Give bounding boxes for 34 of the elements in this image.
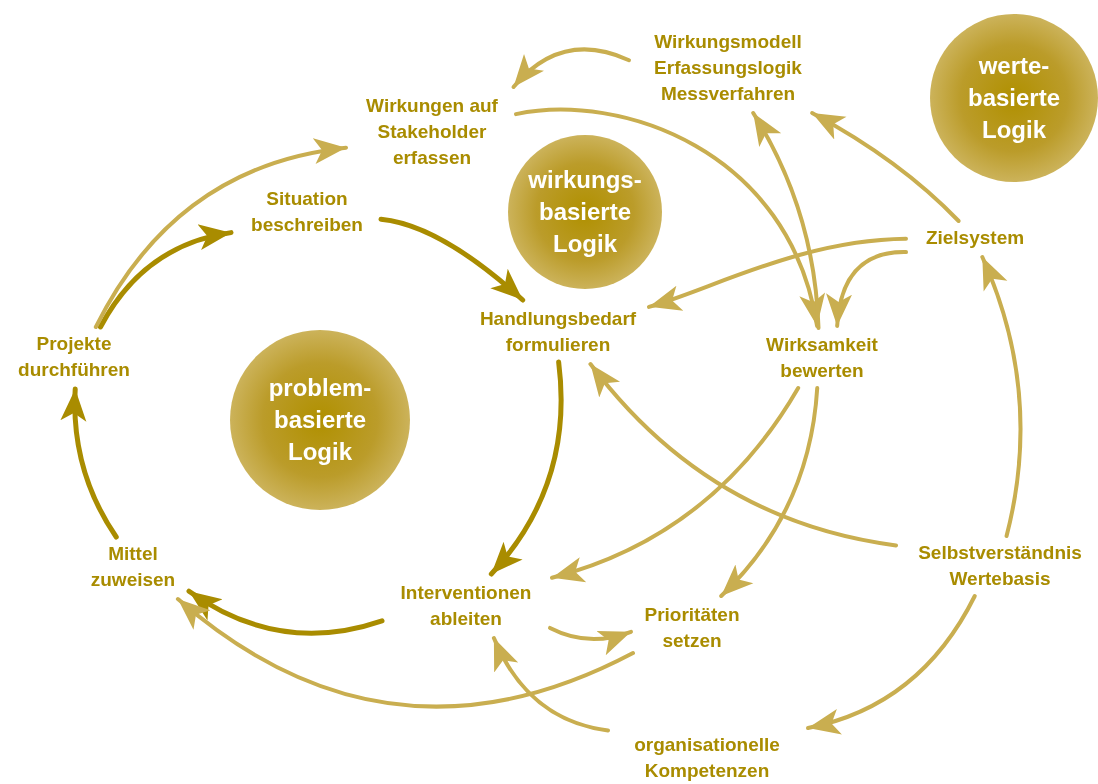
- node-label: Projekte durchführen: [9, 331, 139, 383]
- curved-arrow: [93, 139, 348, 329]
- curved-arrow: [751, 111, 821, 330]
- node-label: Prioritäten setzen: [637, 602, 747, 654]
- node-label: Selbstverständnis Wertebasis: [900, 540, 1098, 592]
- curved-arrow: [97, 225, 234, 330]
- curved-arrow: [511, 47, 631, 89]
- curved-arrow: [378, 216, 526, 303]
- curved-arrow: [806, 594, 977, 734]
- node-label: organisationelle Kompetenzen: [612, 732, 802, 784]
- curved-arrow: [980, 255, 1023, 538]
- curved-arrow: [186, 588, 385, 636]
- curved-arrow: [827, 250, 908, 328]
- logic-circle: wirkungs- basierte Logik: [508, 135, 662, 289]
- curved-arrow: [647, 236, 908, 310]
- curved-arrow: [719, 386, 820, 598]
- curved-arrow: [488, 359, 564, 577]
- curved-arrow: [514, 107, 823, 328]
- node-label: Handlungsbedarf formulieren: [473, 306, 643, 358]
- curved-arrow: [810, 111, 961, 223]
- node-label: Interventionen ableiten: [386, 580, 546, 632]
- curved-arrow: [61, 386, 119, 540]
- curved-arrow: [491, 636, 610, 733]
- curved-arrow: [175, 597, 635, 709]
- node-label: Situation beschreiben: [237, 186, 377, 238]
- node-label: Zielsystem: [910, 225, 1040, 251]
- node-label: Wirksamkeit bewerten: [747, 332, 897, 384]
- curved-arrow: [588, 362, 898, 548]
- node-label: Mittel zuweisen: [83, 541, 183, 593]
- node-label: Wirkungsmodell Erfassungslogik Messverfahren: [633, 29, 823, 107]
- curved-arrow: [550, 386, 801, 582]
- logic-circle: werte- basierte Logik: [930, 14, 1098, 182]
- curved-arrow: [548, 625, 633, 655]
- logic-circle: problem- basierte Logik: [230, 330, 410, 510]
